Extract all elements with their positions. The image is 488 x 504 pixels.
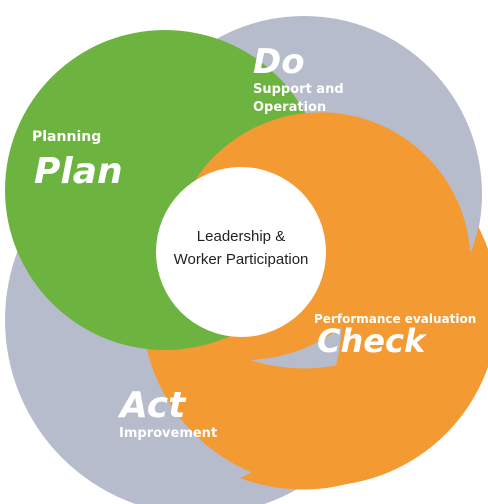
plan-subtitle: Planning [32,129,101,145]
do-subtitle-line2: Operation [253,100,326,115]
check-subtitle: Performance evaluation [314,312,476,326]
center-label-line2: Worker Participation [174,251,309,268]
plan-title: Plan [34,151,123,192]
center-label-line1: Leadership & [197,228,285,245]
do-subtitle-line1: Support and [253,82,344,97]
do-title: Do [253,42,305,82]
check-title: Check [317,322,427,360]
check-overlap-arc [186,112,481,490]
center-circle [156,167,326,337]
act-subtitle: Improvement [119,426,217,441]
act-title: Act [117,385,187,426]
